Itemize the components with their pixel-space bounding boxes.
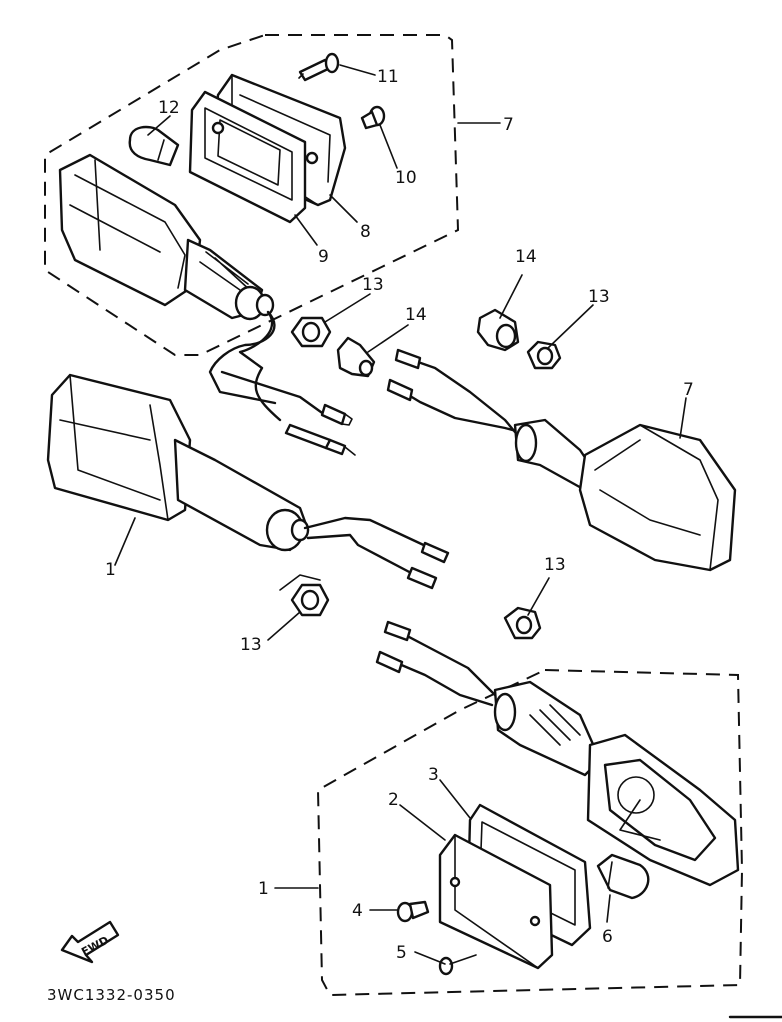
- label-part-1-left: 1: [105, 560, 116, 580]
- screw-part-11: [298, 52, 340, 82]
- label-part-12: 12: [158, 98, 180, 118]
- label-part-6: 6: [602, 927, 613, 947]
- gasket-part-9: [188, 90, 307, 224]
- label-part-8: 8: [360, 222, 371, 242]
- label-part-1-group: 1: [258, 879, 269, 899]
- leader-lines: [114, 64, 687, 965]
- nut-part-13-left: [279, 574, 330, 617]
- label-part-7-group: 7: [503, 115, 514, 135]
- grommet-part-14-right: [476, 308, 520, 352]
- flasher-front-right: [375, 620, 740, 887]
- label-part-5: 5: [396, 943, 407, 963]
- nut-part-13-top: [290, 316, 332, 348]
- label-part-3: 3: [428, 765, 439, 785]
- label-part-13-right: 13: [588, 287, 610, 307]
- nut-part-13-right: [526, 340, 562, 370]
- label-part-13-left: 13: [240, 635, 262, 655]
- lens-part-2: [438, 833, 554, 970]
- fwd-arrow-icon: FWD: [60, 920, 120, 964]
- label-part-11: 11: [377, 67, 399, 87]
- bulb-part-6: [596, 853, 650, 900]
- bulb-part-12: [128, 125, 180, 167]
- diagram-code: 3WC1332-0350: [47, 986, 176, 1004]
- group-box-1: [316, 669, 744, 997]
- label-part-13-bottom: 13: [544, 555, 566, 575]
- label-part-2: 2: [388, 790, 399, 810]
- label-part-10: 10: [395, 168, 417, 188]
- group-box-7: [44, 34, 460, 356]
- flasher-front-left: [46, 373, 450, 590]
- screw-part-5: [438, 954, 477, 976]
- grommet-part-14-top: [336, 336, 376, 378]
- label-part-7-right: 7: [683, 380, 694, 400]
- flasher-rear-left: [58, 153, 356, 456]
- callout-labels: 7 11 10 8 9 12 13 14 14 13 7 1 13 13 1 3…: [105, 67, 694, 963]
- label-part-13-top: 13: [362, 275, 384, 295]
- label-part-14-top: 14: [405, 305, 427, 325]
- label-part-9: 9: [318, 247, 329, 267]
- flasher-rear-right: [386, 348, 737, 572]
- screw-part-10: [360, 105, 386, 130]
- label-part-14-right: 14: [515, 247, 537, 267]
- screw-part-4: [396, 900, 430, 923]
- label-part-4: 4: [352, 901, 363, 921]
- nut-part-13-bottom: [503, 606, 542, 640]
